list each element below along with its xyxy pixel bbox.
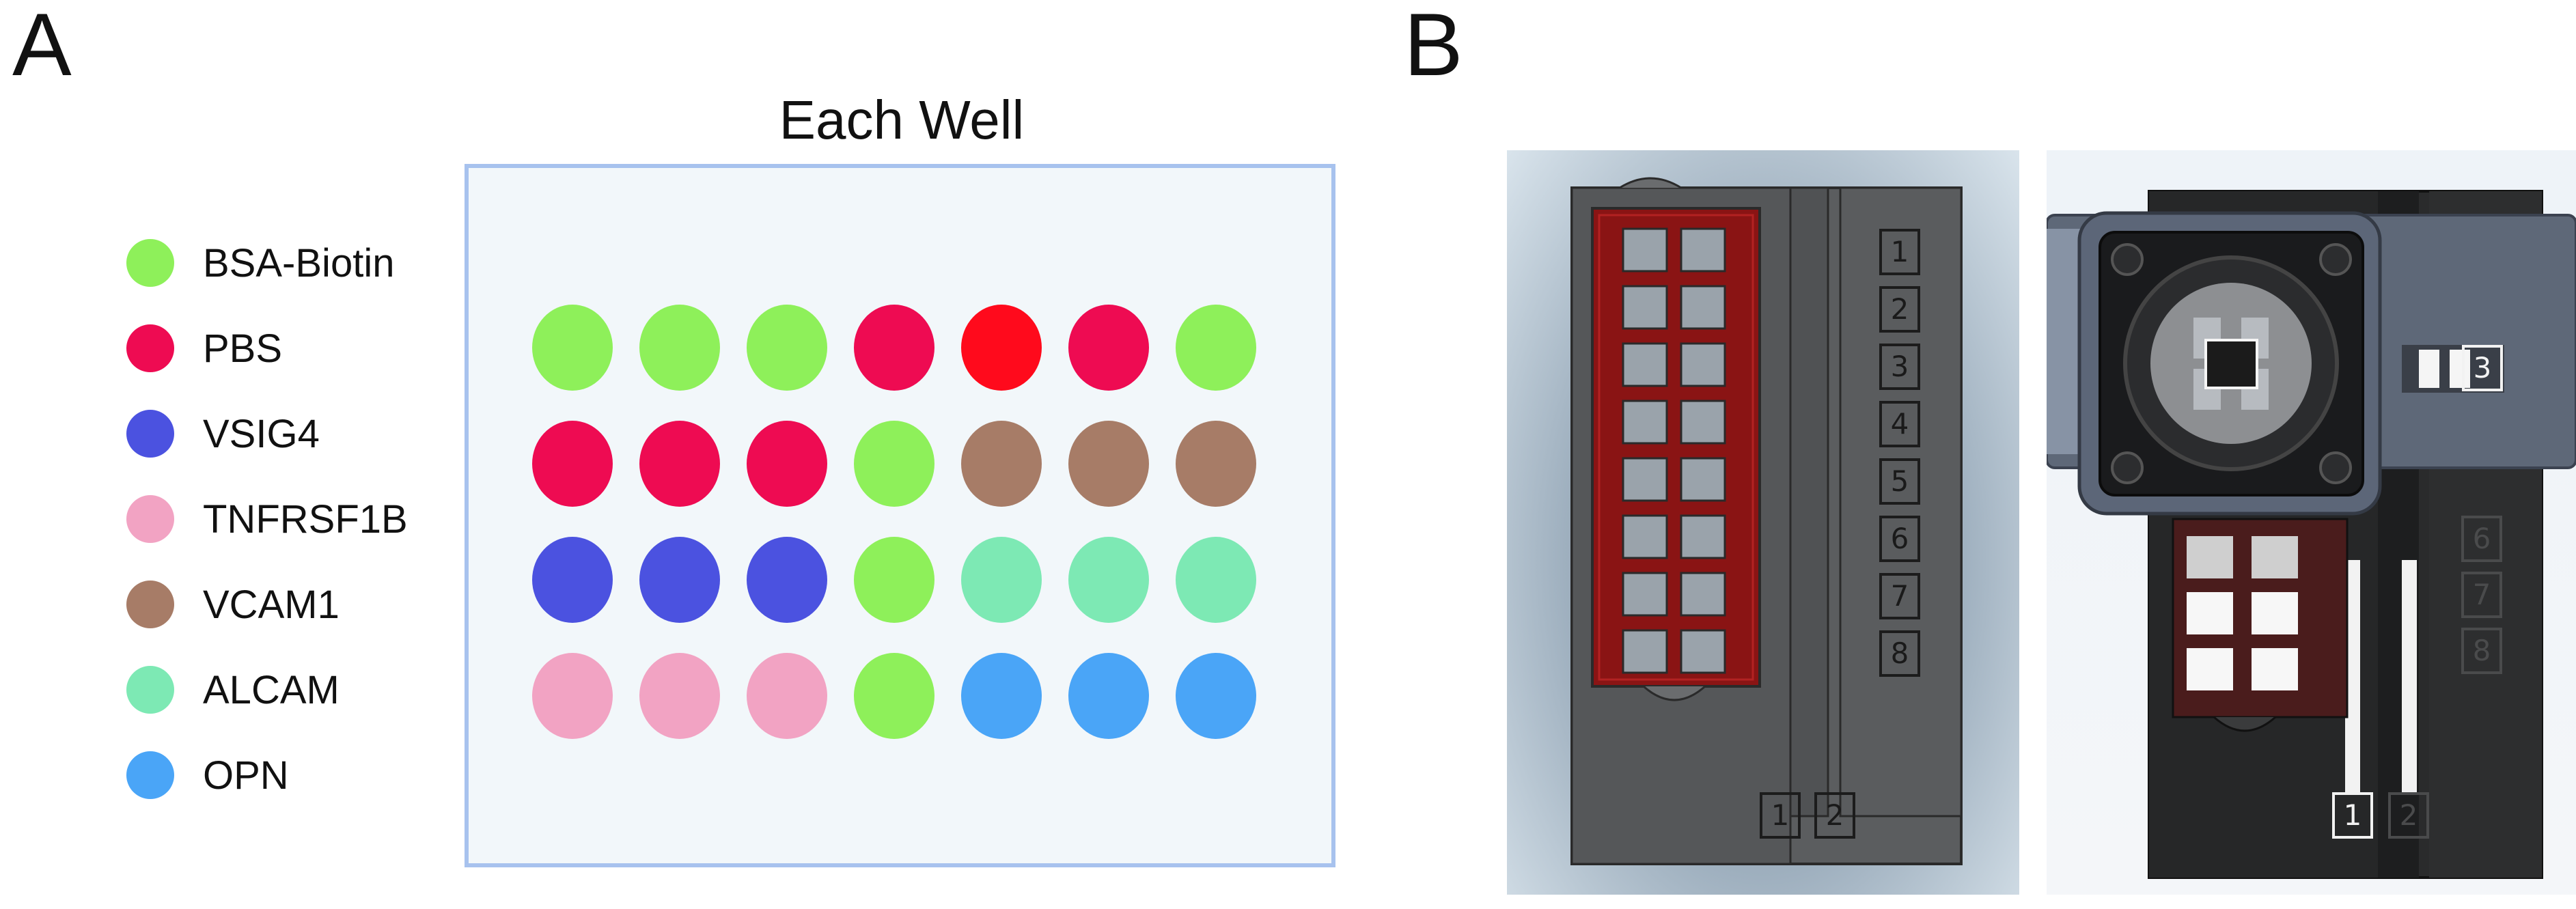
spot-pbs_bright	[961, 305, 1042, 391]
slide-window	[1680, 285, 1726, 330]
number-label-box: 2	[1879, 286, 1920, 333]
legend-label: OPN	[203, 753, 289, 798]
spot-bsa	[854, 653, 934, 739]
number-label-box: 5	[1879, 458, 1920, 505]
spot-pbs	[532, 421, 613, 507]
spot-bsa	[854, 421, 934, 507]
spot-vsig4	[747, 537, 827, 623]
slide-window	[2187, 592, 2233, 634]
number-label-box: 1	[1879, 229, 1920, 275]
spot-vcam1	[961, 421, 1042, 507]
spot-tnfrsf1b	[532, 653, 613, 739]
number-label-box: 2	[1814, 792, 1855, 839]
slide-window	[1680, 514, 1726, 559]
spot-vsig4	[639, 537, 720, 623]
spot-bsa	[854, 537, 934, 623]
spot-alcam	[961, 537, 1042, 623]
slide-window	[2252, 592, 2298, 634]
legend-item: PBS	[126, 321, 282, 376]
legend-label: BSA-Biotin	[203, 240, 395, 285]
number-label-box: 8	[1879, 630, 1920, 677]
number-label-box: 6	[1879, 516, 1920, 562]
slide-window	[2252, 536, 2298, 578]
slide-window	[1622, 285, 1668, 330]
slide-window	[1622, 629, 1668, 674]
legend-item: ALCAM	[126, 662, 340, 717]
spot-opn	[961, 653, 1042, 739]
legend-label: TNFRSF1B	[203, 497, 408, 542]
spot-alcam	[1176, 537, 1256, 623]
legend-item: TNFRSF1B	[126, 492, 408, 546]
spot-bsa	[747, 305, 827, 391]
spot-pbs	[747, 421, 827, 507]
spot-tnfrsf1b	[639, 653, 720, 739]
slide-window	[1680, 227, 1726, 272]
number-label-box: 2	[2388, 792, 2429, 839]
well-plate-diagram	[465, 164, 1335, 867]
slide-window	[2187, 648, 2233, 690]
legend-color-dot	[126, 495, 174, 543]
legend-color-dot	[126, 581, 174, 628]
well-title: Each Well	[779, 89, 1025, 150]
spot-pbs	[639, 421, 720, 507]
legend-item: OPN	[126, 748, 289, 802]
legend-color-dot	[126, 324, 174, 372]
legend-label: ALCAM	[203, 667, 340, 712]
slide-window	[1680, 457, 1726, 502]
slide-window	[1680, 629, 1726, 674]
spot-vsig4	[532, 537, 613, 623]
spot-opn	[1176, 653, 1256, 739]
legend-label: PBS	[203, 326, 283, 371]
slide-window	[2187, 536, 2233, 578]
number-label-box: 3	[2462, 345, 2503, 391]
spot-pbs	[854, 305, 934, 391]
number-label-box: 8	[2461, 628, 2502, 674]
spot-opn	[1068, 653, 1149, 739]
legend-color-dot	[126, 751, 174, 799]
legend-color-dot	[126, 410, 174, 458]
spot-bsa	[1176, 305, 1256, 391]
number-label-box: 7	[2461, 572, 2502, 618]
slide-window	[1680, 342, 1726, 387]
legend-color-dot	[126, 239, 174, 287]
number-label-box: 1	[2332, 792, 2373, 839]
number-label-box: 7	[1879, 573, 1920, 619]
panel-label-a: A	[12, 0, 72, 94]
spot-pbs	[1068, 305, 1149, 391]
slide-window	[1622, 457, 1668, 502]
spot-vcam1	[1176, 421, 1256, 507]
slide-window	[1622, 572, 1668, 617]
panel-label-b: B	[1404, 0, 1463, 94]
number-label-box: 4	[1879, 401, 1920, 447]
device-with-camera-rendering	[2045, 190, 2576, 879]
slide-window	[1680, 400, 1726, 445]
slide-window	[1622, 514, 1668, 559]
slide-window	[1680, 572, 1726, 617]
number-label-box: 6	[2461, 516, 2502, 562]
slide-window	[2252, 648, 2298, 690]
legend-color-dot	[126, 666, 174, 714]
spot-bsa	[639, 305, 720, 391]
slide-window	[1622, 400, 1668, 445]
legend-item: BSA-Biotin	[126, 236, 394, 290]
legend-item: VCAM1	[126, 577, 340, 632]
number-label-box: 1	[1760, 792, 1801, 839]
device-rendering	[1570, 177, 1963, 865]
spot-bsa	[532, 305, 613, 391]
legend-label: VCAM1	[203, 582, 340, 627]
spot-vcam1	[1068, 421, 1149, 507]
legend-item: VSIG4	[126, 406, 320, 461]
slide-window	[1622, 342, 1668, 387]
spot-alcam	[1068, 537, 1149, 623]
slide-window	[1622, 227, 1668, 272]
legend-label: VSIG4	[203, 411, 320, 456]
spot-tnfrsf1b	[747, 653, 827, 739]
number-label-box: 3	[1879, 344, 1920, 390]
